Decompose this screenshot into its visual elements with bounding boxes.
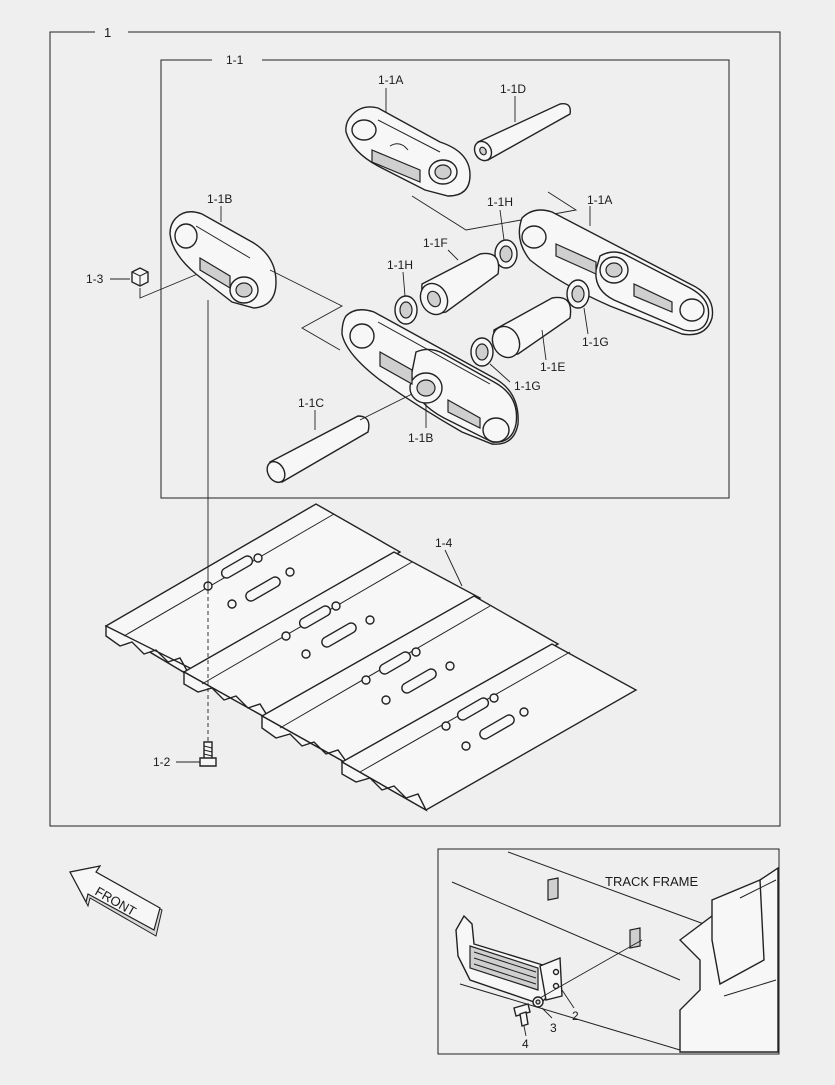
- link-1-1b-bottom: [341, 309, 519, 445]
- nut-1-3: [131, 267, 149, 287]
- track-shoes-1-4: [104, 503, 638, 812]
- bolt-4: [513, 1003, 531, 1027]
- label-link-1-1a-top: 1-1A: [378, 73, 403, 87]
- link-1-1a-right: [518, 209, 714, 336]
- label-pin-1-1c: 1-1C: [298, 396, 324, 410]
- seal-1-1g-right: [566, 279, 590, 309]
- guard-2: [455, 914, 563, 1005]
- label-seal-1-1g-right: 1-1G: [582, 335, 609, 349]
- link-1-1b-left: [169, 211, 277, 309]
- seal-1-1h-top: [494, 239, 518, 269]
- pin-1-1c: [266, 415, 370, 484]
- seal-1-1h-left: [394, 295, 418, 325]
- seal-1-1g-mid: [470, 337, 494, 367]
- label-track-shoes-1-4: 1-4: [435, 536, 453, 550]
- label-guard-2: 2: [572, 1009, 579, 1023]
- label-sub-assembly: 1-1: [226, 53, 244, 67]
- label-nut-1-3: 1-3: [86, 272, 104, 286]
- label-bushing-1-1f: 1-1F: [423, 236, 448, 250]
- assembly-frame: [49, 31, 781, 827]
- label-seal-1-1h-left: 1-1H: [387, 258, 413, 272]
- bushing-1-1e: [491, 296, 572, 359]
- label-seal-1-1h-top: 1-1H: [487, 195, 513, 209]
- label-link-1-1b-bottom: 1-1B: [408, 431, 433, 445]
- label-bolt-1-2: 1-2: [153, 755, 171, 769]
- sub-assembly-frame: [160, 59, 730, 499]
- label-washer-3: 3: [550, 1021, 557, 1035]
- link-1-1a-top: [345, 106, 471, 197]
- front-arrow-icon: FRONT: [69, 865, 163, 937]
- label-bolt-4: 4: [522, 1037, 529, 1051]
- label-link-1-1b-left: 1-1B: [207, 192, 232, 206]
- bolt-1-2: [199, 741, 217, 767]
- label-seal-1-1g-mid: 1-1G: [514, 379, 541, 393]
- bushing-1-1f: [419, 252, 500, 316]
- pin-1-1d: [473, 103, 571, 162]
- label-pin-1-1d: 1-1D: [500, 82, 526, 96]
- label-track-frame: TRACK FRAME: [605, 874, 699, 889]
- label-bushing-1-1e: 1-1E: [540, 360, 565, 374]
- track-frame-inset: 2 3 4 TRACK FRAME: [437, 848, 780, 1055]
- washer-3: [532, 996, 544, 1008]
- label-link-1-1a-right: 1-1A: [587, 193, 612, 207]
- label-assembly: 1: [104, 25, 111, 40]
